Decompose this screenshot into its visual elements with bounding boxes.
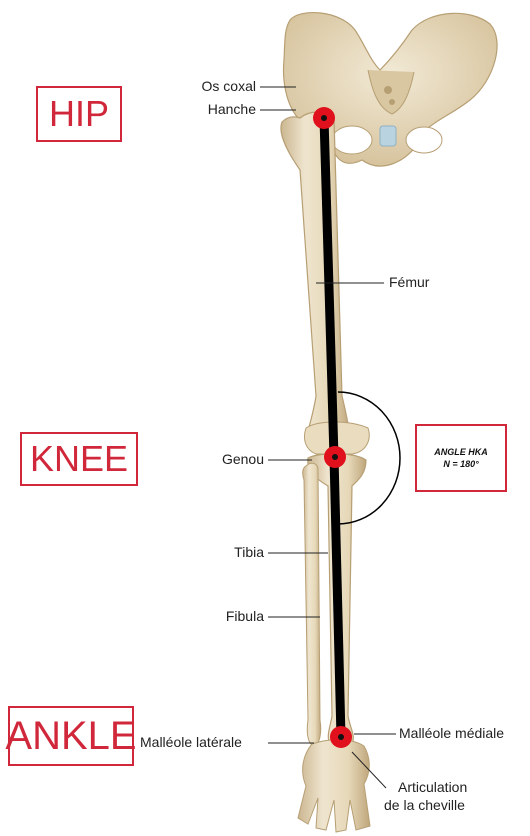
fibula-bone (303, 463, 321, 746)
femur-label: Fémur (389, 274, 429, 290)
articulation-label-line1: Articulation (398, 779, 467, 795)
malleole-laterale-label: Malléole latérale (140, 734, 242, 750)
hip-point (313, 107, 335, 129)
ankle-label: ANKLE (8, 706, 134, 766)
ankle-point (330, 726, 352, 748)
genou-label: Genou (222, 451, 264, 467)
tibia-label: Tibia (234, 544, 264, 560)
hka-angle-box: ANGLE HKA N = 180° (415, 424, 507, 492)
foot-bones (298, 740, 370, 832)
hip-label: HIP (36, 86, 122, 142)
hanche-label: Hanche (208, 101, 256, 117)
fibula-label: Fibula (226, 608, 264, 624)
knee-text: KNEE (30, 441, 128, 477)
hka-angle-title: ANGLE HKA (434, 448, 488, 457)
knee-label: KNEE (20, 432, 138, 486)
hip-text: HIP (49, 96, 109, 132)
malleole-mediale-label: Malléole médiale (399, 725, 504, 741)
os-coxal-label: Os coxal (202, 78, 256, 94)
ankle-text: ANKLE (5, 716, 136, 756)
hka-angle-value: N = 180° (443, 460, 478, 469)
articulation-label-line2: de la cheville (384, 797, 465, 813)
knee-point (324, 446, 346, 468)
